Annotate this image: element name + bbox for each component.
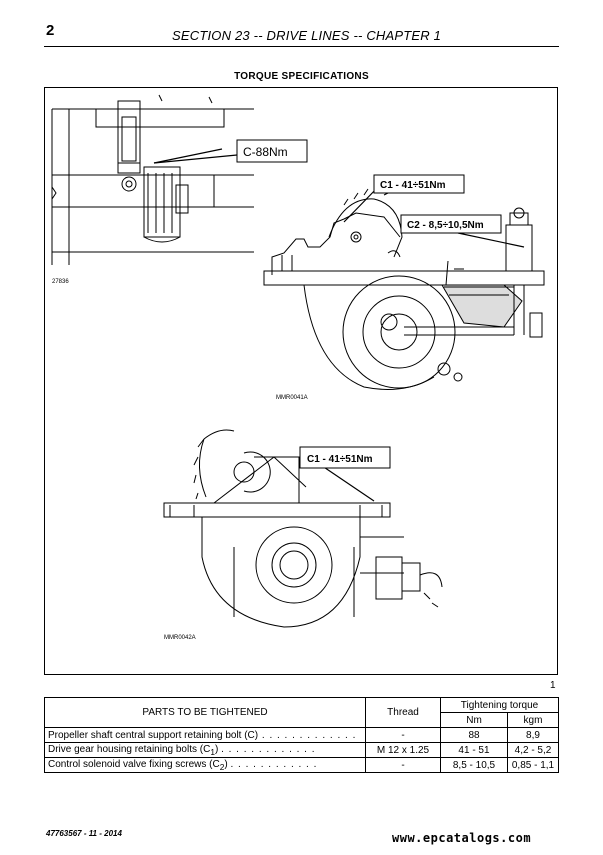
row-kgm: 8,9: [507, 727, 559, 743]
callout-c1-bottom-label: C1 - 41÷51Nm: [307, 454, 373, 465]
detail-image-code: 27836: [52, 279, 69, 285]
callout-c88-box: [236, 139, 308, 163]
row-nm: 8,5 - 10,5: [440, 757, 508, 773]
callout-c1-bottom-box: [299, 446, 391, 469]
row-part: Propeller shaft central support retainin…: [44, 727, 366, 743]
table-row: Propeller shaft central support retainin…: [44, 727, 559, 743]
callout-c1-top-label: C1 - 41÷51Nm: [380, 180, 446, 191]
row-kgm: 0,85 - 1,1: [507, 757, 559, 773]
row-part: Drive gear housing retaining bolts (C1) …: [44, 742, 366, 758]
row-nm: 88: [440, 727, 508, 743]
row-thread: -: [365, 757, 441, 773]
header-title: SECTION 23 -- DRIVE LINES -- CHAPTER 1: [172, 28, 442, 43]
central-support-detail-drawing: [51, 94, 254, 265]
footer-website: www.epcatalogs.com: [392, 831, 532, 845]
callout-c2-box: [400, 214, 502, 234]
row-nm: 41 - 51: [440, 742, 508, 758]
row-thread: M 12 x 1.25: [365, 742, 441, 758]
page-number: 2: [46, 22, 55, 39]
header-kgm: kgm: [507, 712, 559, 728]
footer-document-code: 47763567 - 11 - 2014: [46, 829, 122, 838]
callout-c2-label: C2 - 8,5÷10,5Nm: [407, 220, 484, 231]
callout-c88-label: C-88Nm: [243, 145, 288, 159]
row-kgm: 4,2 - 5,2: [507, 742, 559, 758]
top-image-code: MMR0041A: [276, 395, 308, 401]
header-parts: PARTS TO BE TIGHTENED: [44, 697, 366, 728]
torque-figure-drawing: C-88Nm C1 - 41÷51Nm C2 - 8,5÷10,5Nm C1 -…: [51, 94, 545, 641]
figure-frame: [44, 87, 558, 675]
torque-table: PARTS TO BE TIGHTENED Thread Tightening …: [44, 697, 559, 773]
table-row: Control solenoid valve fixing screws (C2…: [44, 757, 559, 773]
header-torque: Tightening torque: [440, 697, 559, 713]
bottom-image-code: MMR0042A: [164, 635, 196, 641]
figure-number: 1: [550, 680, 556, 691]
row-thread: -: [365, 727, 441, 743]
callout-c1-top-box: [373, 174, 465, 194]
header-nm: Nm: [440, 712, 508, 728]
section-heading: TORQUE SPECIFICATIONS: [234, 71, 369, 82]
header-thread: Thread: [365, 697, 441, 728]
header-rule: [44, 46, 559, 47]
table-row: Drive gear housing retaining bolts (C1) …: [44, 742, 559, 758]
row-part: Control solenoid valve fixing screws (C2…: [44, 757, 366, 773]
drive-gear-housing-bottom-drawing: [163, 429, 443, 628]
